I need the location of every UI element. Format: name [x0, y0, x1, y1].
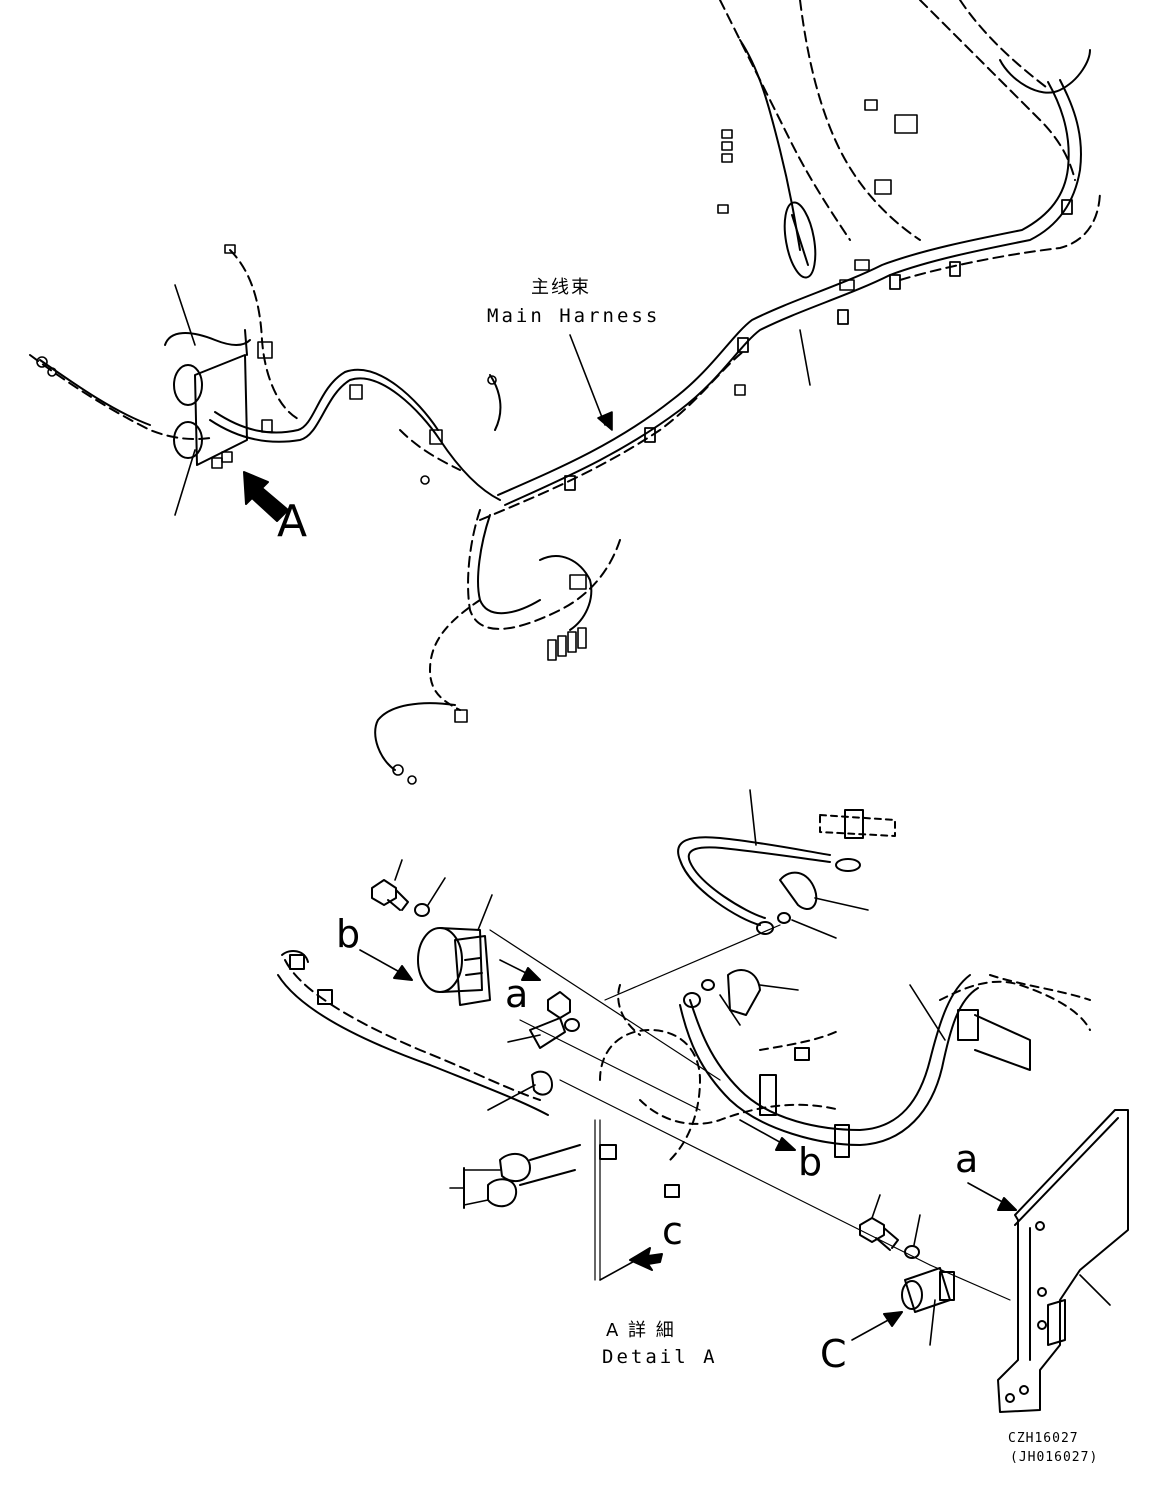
view-a-callout: A	[277, 496, 308, 547]
view-a-arrow	[243, 471, 289, 522]
detail-a-label-en: Detail A	[602, 1346, 718, 1368]
drawing-code: CZH16027	[1008, 1431, 1079, 1446]
callout-b-left: b	[336, 912, 361, 956]
detail-a-assembly	[277, 789, 1129, 1413]
callout-c-lower: c	[662, 1209, 683, 1253]
callout-c-upper: C	[820, 1332, 847, 1376]
harness-lower-branch	[374, 509, 621, 785]
upper-leader-lines	[174, 284, 811, 516]
main-harness-upper	[479, 0, 1101, 521]
callout-b-right: b	[798, 1140, 823, 1184]
detail-a-label-cn: A 詳 細	[606, 1320, 676, 1341]
main-harness-label-en: Main Harness	[487, 305, 661, 327]
callout-a-upper: a	[505, 972, 529, 1016]
callout-a-right: a	[955, 1137, 979, 1181]
main-harness-label-cn: 主线束	[531, 277, 591, 298]
drawing-code-alt: (JH016027)	[1010, 1450, 1099, 1465]
harness-left-section	[29, 244, 502, 501]
